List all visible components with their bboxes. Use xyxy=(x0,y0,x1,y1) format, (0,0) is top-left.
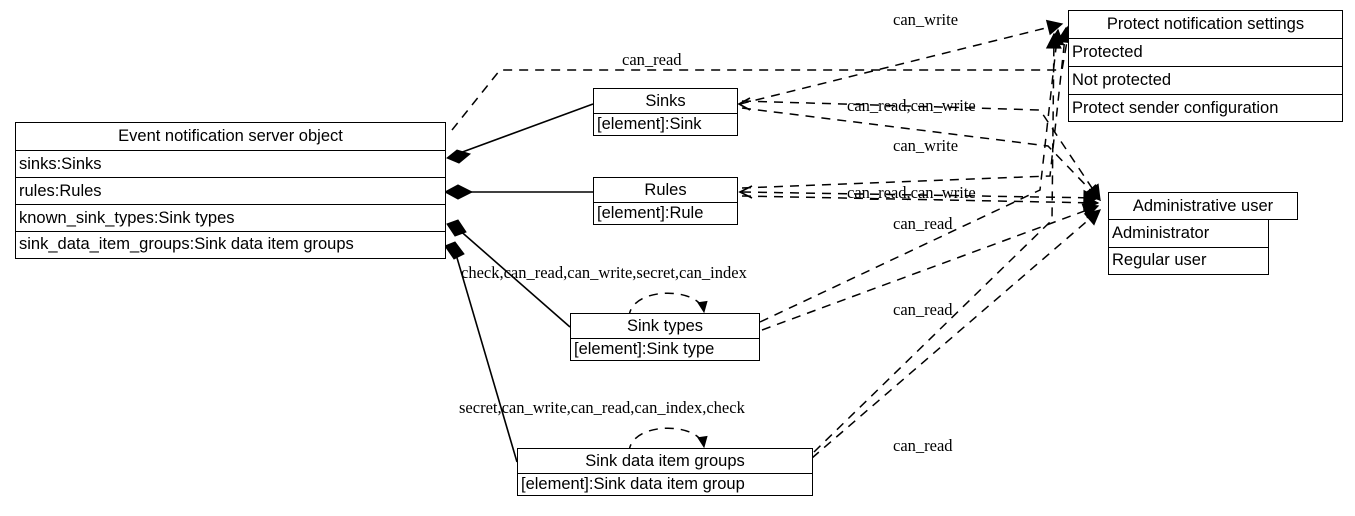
edge-label-sdig-permissions: secret,can_write,can_read,can_index,chec… xyxy=(459,398,745,417)
edge-rules-protect-canwrite xyxy=(741,26,1073,189)
class-title-admin-user-box[interactable]: Administrative user xyxy=(1108,192,1298,220)
edge-rules-admin-canread xyxy=(741,194,1100,211)
class-title-sink-data-item-groups: Sink data item groups xyxy=(518,449,812,474)
diamond-sdig xyxy=(444,241,465,260)
class-box-sink-types[interactable]: Sink types [element]:Sink type xyxy=(570,313,760,361)
class-attr-protected: Protected xyxy=(1069,39,1342,67)
edge-sdig-admin-canread xyxy=(811,209,1102,459)
class-attr-sink-types-element: [element]:Sink type xyxy=(571,339,759,360)
edge-label-can-read-sdig: can_read xyxy=(893,436,953,455)
class-attrs-admin-user-box[interactable]: Administrator Regular user xyxy=(1108,218,1269,275)
class-title-sinks: Sinks xyxy=(594,89,737,114)
class-title-protect: Protect notification settings xyxy=(1069,11,1342,39)
class-attr-regular-user: Regular user xyxy=(1109,247,1268,273)
class-box-administrative-user[interactable]: Administrative user Administrator Regula… xyxy=(1108,192,1298,276)
class-box-rules[interactable]: Rules [element]:Rule xyxy=(593,177,738,225)
edge-sinks-admin-a xyxy=(741,100,1101,202)
edge-sinks-protect-canwrite xyxy=(739,19,1064,105)
edge-sdig-selfloop xyxy=(628,427,708,454)
diamond-sinktypes xyxy=(446,219,467,237)
class-title-rules: Rules xyxy=(594,178,737,203)
open-arrowheads xyxy=(737,97,753,199)
class-attr-not-protected: Not protected xyxy=(1069,67,1342,95)
edge-server-sinktypes xyxy=(456,227,571,328)
composition-diamonds xyxy=(443,149,474,260)
edge-label-can-read-top: can_read xyxy=(622,50,682,69)
edge-rules-admin-a xyxy=(741,189,1100,206)
edge-label-can-read-rules: can_read xyxy=(893,214,953,233)
edge-label-can-read-can-write-sinks: can_read,can_write xyxy=(847,96,976,115)
composition-edges xyxy=(454,103,594,463)
edge-server-sinks xyxy=(456,103,594,155)
class-box-sinks[interactable]: Sinks [element]:Sink xyxy=(593,88,738,136)
arrowhead-sinks-right xyxy=(737,97,751,111)
diamond-rules xyxy=(443,184,474,200)
edge-server-protect-canread xyxy=(451,22,1076,131)
class-box-protect-notification-settings[interactable]: Protect notification settings Protected … xyxy=(1068,10,1343,122)
class-attr-sinks: sinks:Sinks xyxy=(16,151,445,178)
class-attr-sinks-element: [element]:Sink xyxy=(594,114,737,135)
class-title-administrative-user: Administrative user xyxy=(1109,193,1297,219)
edge-sdig-protect xyxy=(813,32,1062,453)
edge-sinktypes-admin-canread xyxy=(761,203,1100,331)
class-box-sink-data-item-groups[interactable]: Sink data item groups [element]:Sink dat… xyxy=(517,448,813,496)
edge-server-sdig xyxy=(454,250,518,463)
class-attr-rules: rules:Rules xyxy=(16,178,445,205)
dependency-edges xyxy=(451,19,1102,459)
class-attr-known-sink-types: known_sink_types:Sink types xyxy=(16,205,445,232)
class-attr-protect-sender-configuration: Protect sender configuration xyxy=(1069,95,1342,121)
class-box-server[interactable]: Event notification server object sinks:S… xyxy=(15,122,446,259)
edge-label-can-write-mid: can_write xyxy=(893,136,959,155)
class-attr-administrator: Administrator xyxy=(1109,219,1268,248)
edge-label-can-read-can-write-rules: can_read,can_write xyxy=(847,183,976,202)
class-attr-rules-element: [element]:Rule xyxy=(594,203,737,224)
edge-label-sink-types-permissions: check,can_read,can_write,secret,can_inde… xyxy=(461,263,747,282)
edge-sinktypes-protect xyxy=(759,28,1065,323)
edge-label-can-write-top: can_write xyxy=(893,10,959,29)
diamond-sinks xyxy=(446,149,472,164)
class-attr-sink-data-item-groups: sink_data_item_groups:Sink data item gro… xyxy=(16,232,445,257)
class-attr-sdig-element: [element]:Sink data item group xyxy=(518,474,812,495)
class-title-sink-types: Sink types xyxy=(571,314,759,339)
edge-sinks-admin-b xyxy=(741,107,1101,201)
class-title-server: Event notification server object xyxy=(16,123,445,151)
edge-sinktypes-selfloop xyxy=(628,292,708,319)
edge-label-can-read-sink-types: can_read xyxy=(893,300,953,319)
arrowhead-rules-right xyxy=(738,185,753,199)
